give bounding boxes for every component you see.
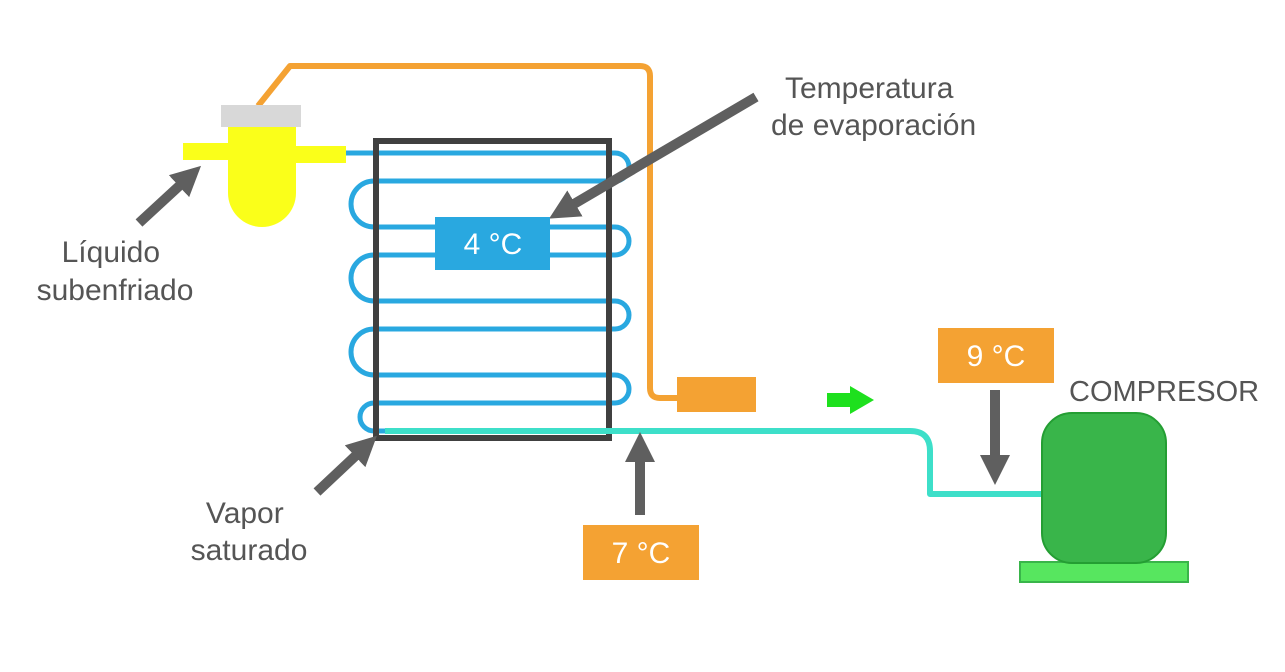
evaporator-coil [345,150,632,434]
compressor-body [1041,412,1167,564]
outlet-temp-tag [583,525,699,580]
saturated-vapor-label: Vapor saturado [191,497,308,567]
valve-inlet-pipe [183,143,228,160]
capillary-tube [255,63,680,401]
saturated-vapor-label-line1: Vapor [206,497,284,530]
suction-line [385,428,1045,497]
compressor-label: COMPRESOR [1069,376,1259,408]
compressor-inlet-temp-value: 9 °C [967,340,1026,373]
valve-outlet-pipe [296,146,346,163]
subcooled-liquid-label-line1: Líquido [62,236,160,269]
evaporation-temp-pointer-arrow [549,92,759,219]
subcooled-liquid-pointer-arrow [135,165,202,227]
compressor-inlet-temp-tag [938,328,1054,383]
evaporator-temp-value: 4 °C [464,228,523,261]
flow-direction-arrow [827,386,874,414]
evaporation-temp-label-line1: Temperatura [785,72,954,105]
evaporation-temp-label: Temperatura de evaporación [771,72,976,142]
subcooled-liquid-label: Líquido subenfriado [37,236,194,307]
valve-cap [221,105,301,127]
saturated-vapor-pointer-arrow [313,435,377,496]
sensing-bulb [677,377,756,412]
expansion-valve [228,127,296,227]
subcooled-liquid-label-line2: subenfriado [37,274,194,307]
evaporator-temp-tag [435,217,550,270]
saturated-vapor-label-line2: saturado [191,534,308,567]
compressor-base [1019,561,1189,583]
evaporation-temp-label-line2: de evaporación [771,109,976,142]
evaporator-frame [373,138,612,441]
outlet-temp-value: 7 °C [612,537,671,570]
